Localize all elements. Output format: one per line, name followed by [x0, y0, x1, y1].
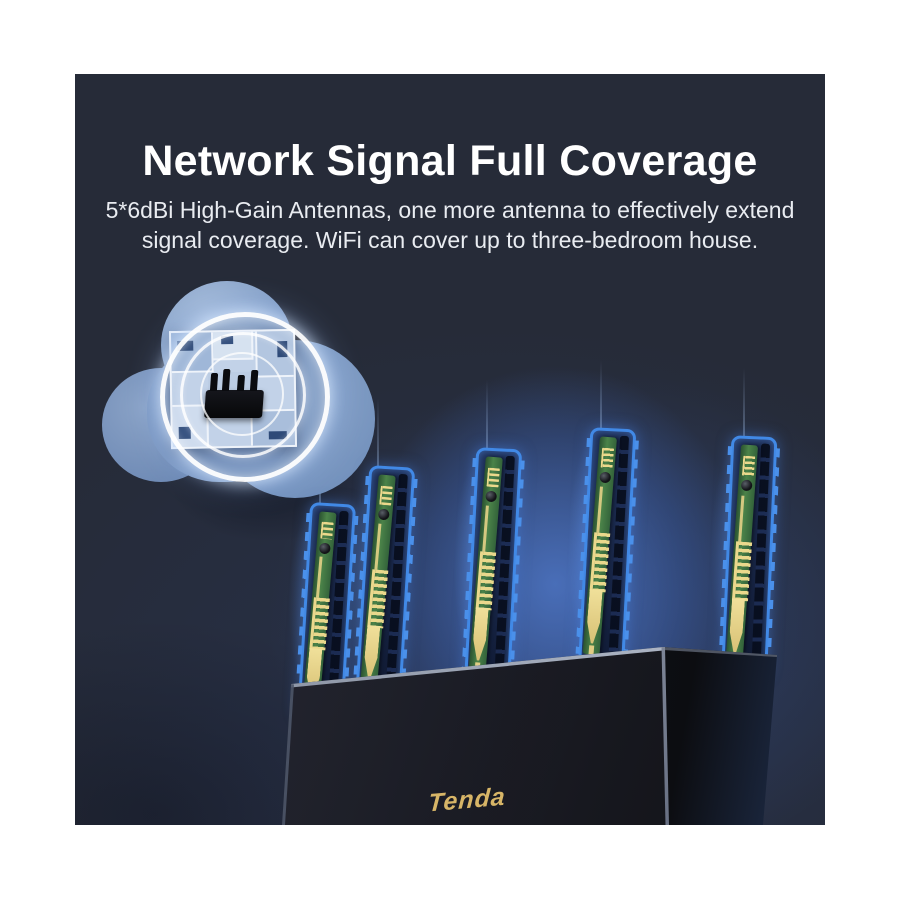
feature-panel: Network Signal Full Coverage 5*6dBi High…	[75, 74, 825, 825]
light-streak	[486, 380, 488, 450]
light-streak	[377, 398, 379, 468]
router-side-top-edge	[663, 647, 777, 657]
light-streak	[600, 360, 602, 430]
light-streak	[743, 368, 745, 438]
subtitle: 5*6dBi High-Gain Antennas, one more ante…	[75, 195, 825, 255]
router-side-face	[663, 647, 777, 825]
router-body	[75, 74, 825, 825]
coverage-illustration	[75, 74, 825, 825]
page-title: Network Signal Full Coverage	[142, 137, 758, 185]
router-corner-highlight	[661, 647, 669, 825]
subtitle-line-2: signal coverage. WiFi can cover up to th…	[141, 227, 759, 253]
subtitle-line-1: 5*6dBi High-Gain Antennas, one more ante…	[105, 197, 795, 223]
signal-ring-icon	[160, 312, 330, 482]
